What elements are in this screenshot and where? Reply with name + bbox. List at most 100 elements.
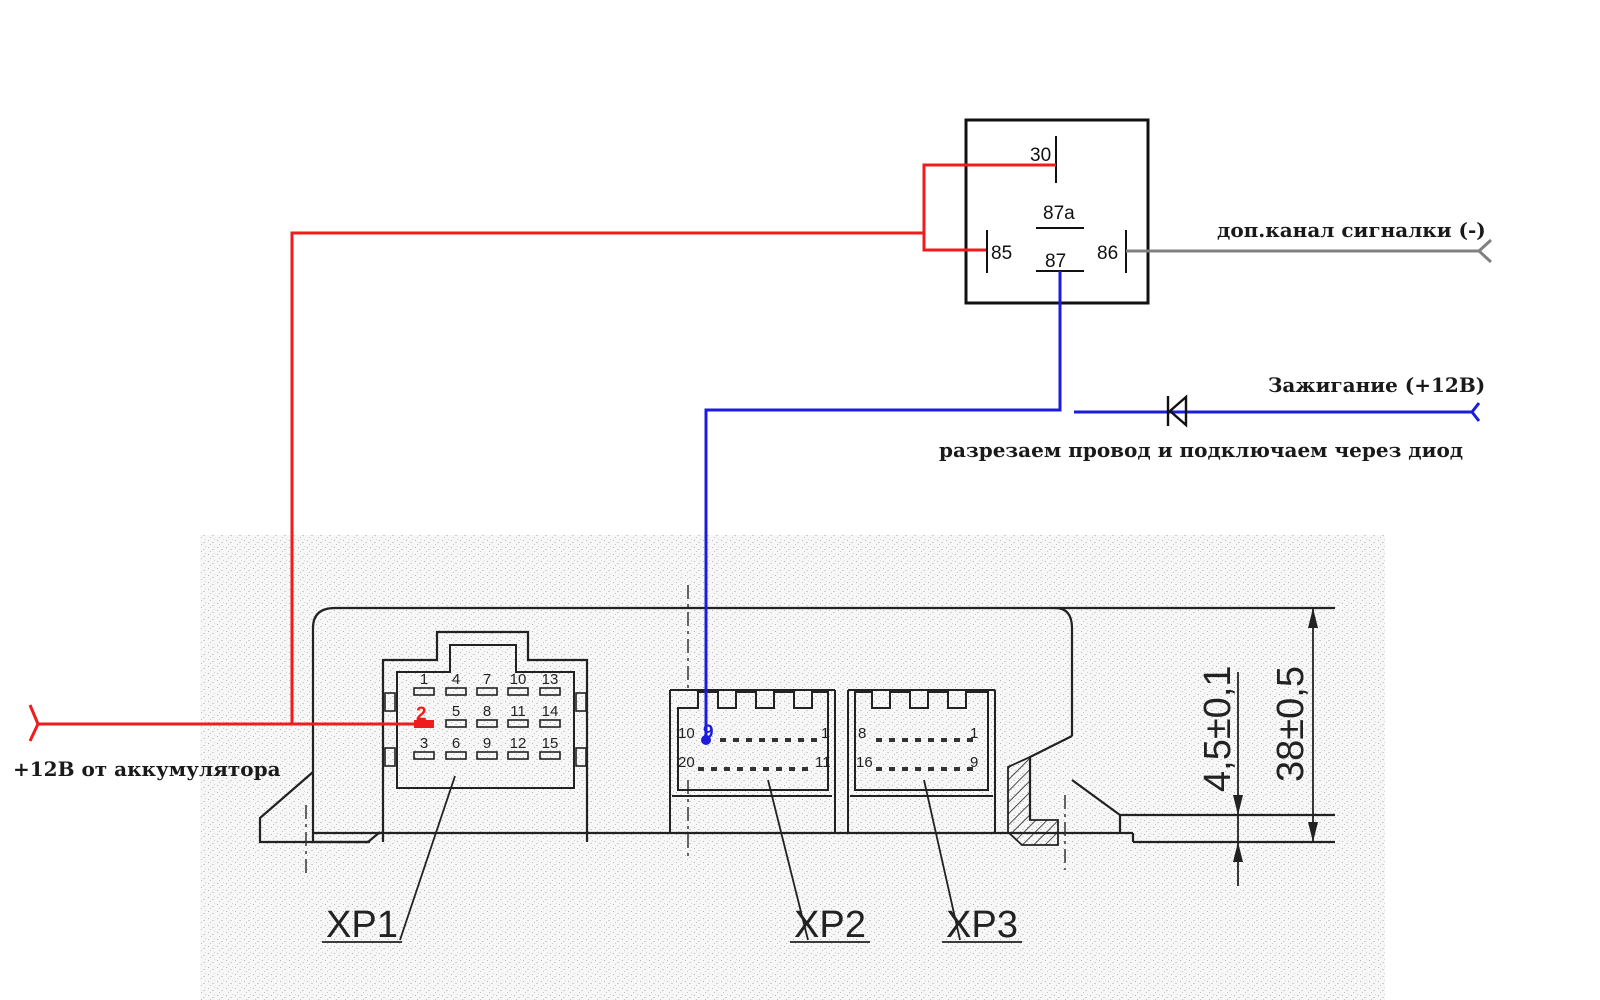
xp1-terminal [445,719,467,728]
xp2-contact [711,767,717,771]
battery-label: +12В от аккумулятора [13,757,281,781]
hatched-seal [1007,755,1059,846]
alarm-channel-label: доп.канал сигналки (-) [1217,218,1486,242]
xp3-contact [967,767,973,771]
relay-contacts [986,136,1127,273]
relay-pin-85: 85 [991,243,1012,264]
xp3-contact [928,738,934,742]
axis-lines [305,585,1066,875]
connector-xp2 [669,689,836,832]
xp1-pin-11: 11 [510,703,526,720]
xp2-contact [698,767,704,771]
xp1-terminal [476,687,498,696]
controller-housing [258,606,1335,844]
xp3-contact [876,738,882,742]
callout-leaders [322,775,1022,943]
xp1-terminal [507,751,529,760]
xp3-contact [876,767,882,771]
xp2-contact [733,738,739,742]
xp2-pin-20: 20 [678,754,695,771]
xp1-terminal [507,687,529,696]
xp1-pin-1: 1 [420,671,428,688]
xp2-contact [737,767,743,771]
xp1-pin-5: 5 [452,703,460,720]
xp3-contact [954,738,960,742]
relay-pin-87a: 87a [1043,203,1075,224]
xp2-contact [746,738,752,742]
callout-xp3: XP3 [946,904,1018,946]
xp2-pin-9-terminal [701,735,711,745]
xp1-pin-2-terminal [414,720,434,728]
xp1-highlight-pin: 2 [416,704,427,725]
xp1-terminal [539,719,561,728]
xp2-contact [720,738,726,742]
xp3-contact [928,767,934,771]
xp1-terminal [413,687,435,696]
xp2-contact [802,767,808,771]
callout-xp1: XP1 [326,904,398,946]
xp1-terminal [413,751,435,760]
xp1-pin-13: 13 [542,671,559,688]
xp2-pin-10: 10 [678,725,695,742]
xp1-terminal [476,751,498,760]
xp2-contact [759,738,765,742]
xp3-pin-9: 9 [970,754,978,771]
xp1-pin-15: 15 [542,735,559,752]
xp3-contact [889,738,895,742]
xp1-pin-12: 12 [510,735,527,752]
xp1-terminal [539,751,561,760]
xp1-terminal [445,687,467,696]
signal-wire [704,271,1481,740]
xp3-contact [915,767,921,771]
xp2-highlight-pin: 9 [703,722,714,743]
relay-pin-30: 30 [1030,145,1051,166]
xp2-contact [811,738,817,742]
xp3-pin-rows [876,738,973,771]
xp1-pin-9: 9 [483,735,491,752]
diode-icon [1166,394,1188,428]
xp2-contact [776,767,782,771]
xp2-contact [750,767,756,771]
xp2-pin-rows [698,738,817,771]
xp2-contact [798,738,804,742]
ground-wire [1126,238,1493,264]
relay-body [964,118,1150,305]
ignition-label: Зажигание (+12В) [1268,373,1485,397]
xp3-contact [967,738,973,742]
xp1-terminal [539,687,561,696]
connector-xp3 [847,689,996,832]
xp2-pin-1: 1 [821,725,829,742]
xp3-contact [941,767,947,771]
xp2-contact [763,767,769,771]
connector-xp1 [381,630,589,842]
xp1-terminal [445,751,467,760]
xp1-terminal [476,719,498,728]
xp2-pin-11: 11 [815,754,831,771]
xp1-pin-4: 4 [452,671,460,688]
xp3-contact [902,738,908,742]
xp3-pin-16: 16 [856,754,873,771]
xp3-contact [889,767,895,771]
xp2-contact [785,738,791,742]
xp1-pin-7: 7 [483,671,491,688]
xp3-contact [915,738,921,742]
xp1-pin-10: 10 [510,671,527,688]
callout-xp2: XP2 [794,904,866,946]
relay-pin-86: 86 [1097,243,1118,264]
dimension-small: 4,5±0,1 [1197,665,1239,792]
xp1-pin-6: 6 [452,735,460,752]
xp1-pin-3: 3 [420,735,428,752]
dimension-large: 38±0,5 [1270,666,1312,782]
xp2-contact [789,767,795,771]
xp2-contact [772,738,778,742]
xp3-pin-8: 8 [858,725,866,742]
dimension-lines [1233,608,1318,886]
xp1-pin-14: 14 [542,703,559,720]
xp1-terminal [507,719,529,728]
cut-wire-note: разрезаем провод и подключаем через диод [939,438,1463,462]
xp3-contact [941,738,947,742]
xp2-contact [724,767,730,771]
xp3-contact [954,767,960,771]
xp1-pin-8: 8 [483,703,491,720]
